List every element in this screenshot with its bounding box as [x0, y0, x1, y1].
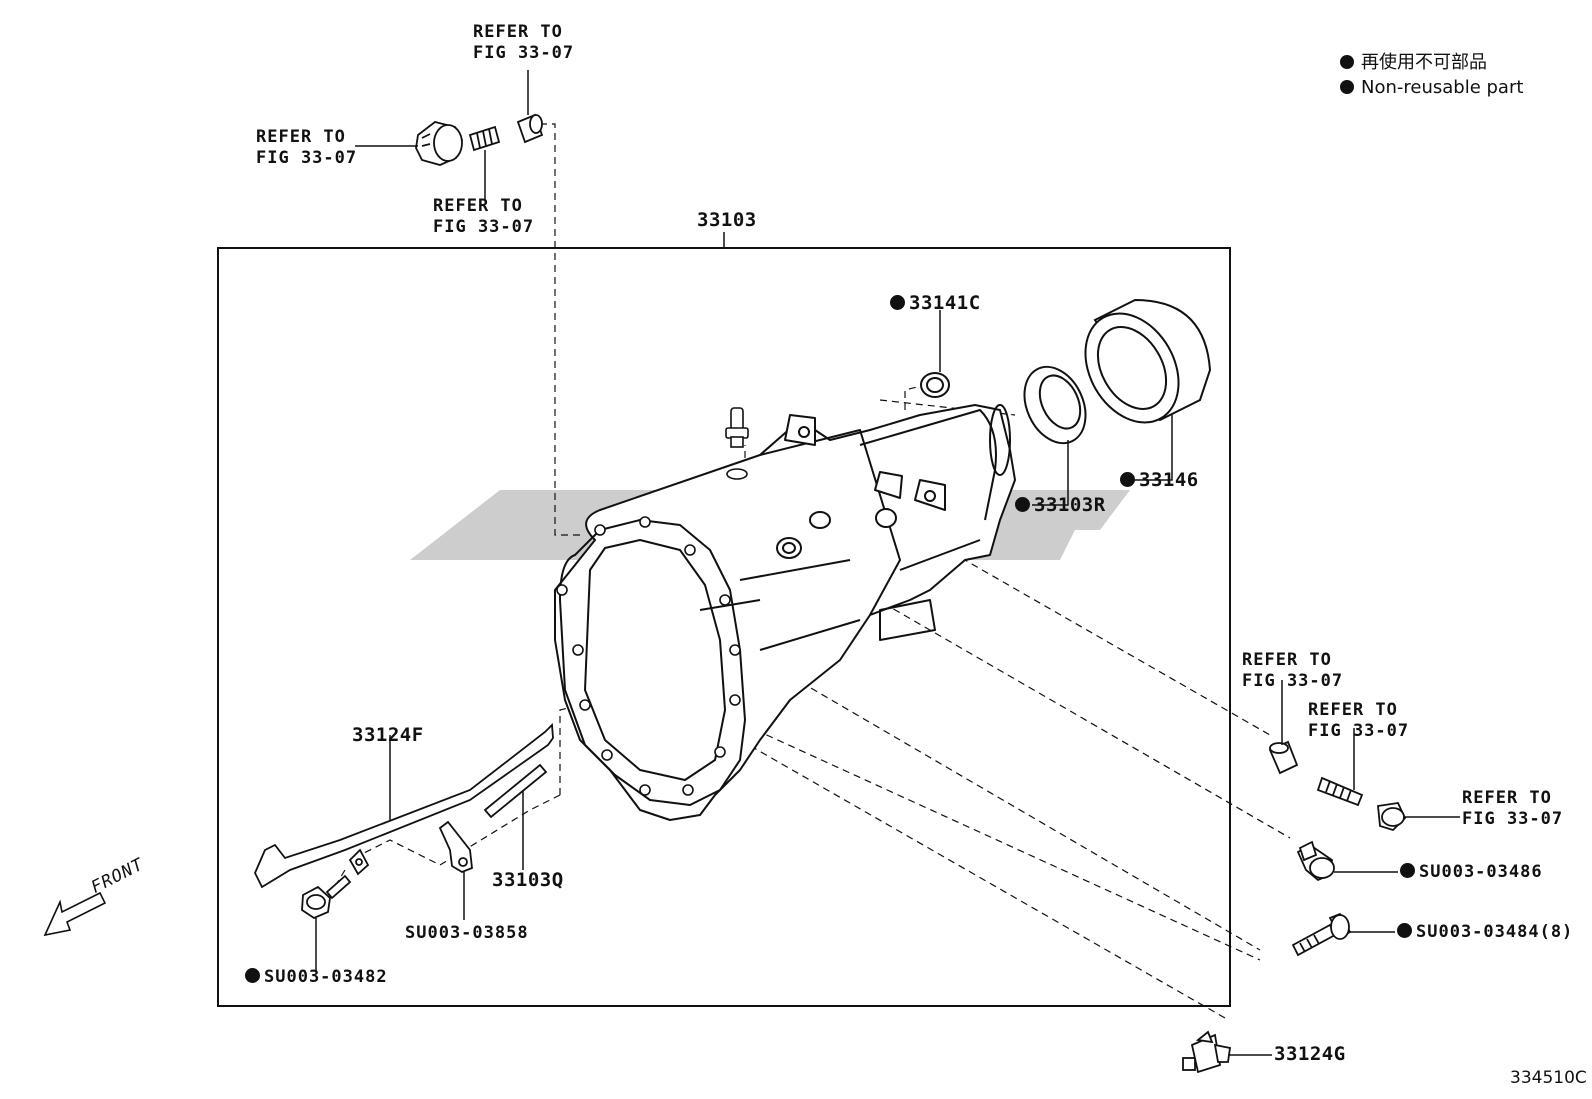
flange-bolt-484 — [1291, 912, 1352, 957]
case-bolt-holes — [556, 516, 741, 796]
non-reusable-dot-icon — [1397, 923, 1412, 938]
refer-line1: REFER TO — [1242, 650, 1332, 670]
figure-code: 334510C — [1510, 1068, 1587, 1088]
non-reusable-dot-icon — [1400, 863, 1415, 878]
part-number: SU003-03484(8) — [1416, 922, 1574, 942]
part-label-sleeve: 33146 — [1120, 470, 1199, 491]
refer-line2: FIG 33-07 — [1308, 721, 1410, 741]
part-label-sensor: 33124G — [1274, 1043, 1346, 1065]
seal-ring-small — [920, 372, 950, 398]
refer-line1: REFER TO — [1462, 788, 1552, 808]
top-plug-assembly — [415, 113, 544, 166]
part-label-bolt-486: SU003-03486 — [1400, 862, 1543, 883]
front-arrow-icon — [43, 891, 107, 937]
part-number: 33146 — [1139, 469, 1199, 491]
shift-shaft — [483, 763, 548, 819]
right-plug-assembly — [1268, 740, 1407, 832]
non-reusable-dot-icon — [245, 968, 260, 983]
part-label-case: 33103 — [697, 209, 757, 231]
transmission-case — [554, 404, 1016, 821]
refer-line2: FIG 33-07 — [1242, 671, 1344, 691]
part-label-bolt-left: SU003-03482 — [245, 967, 388, 988]
refer-line1: REFER TO — [433, 196, 523, 216]
part-number: SU003-03482 — [264, 967, 388, 987]
refer-line2: FIG 33-07 — [1462, 809, 1564, 829]
refer-note-top: REFER TO FIG 33-07 — [473, 22, 574, 64]
refer-note-mid: REFER TO FIG 33-07 — [433, 196, 534, 238]
part-number: 33103R — [1034, 494, 1106, 516]
legend-text-jp: 再使用不可部品 — [1361, 52, 1487, 73]
refer-line2: FIG 33-07 — [256, 148, 358, 168]
legend: 再使用不可部品 Non-reusable part — [1340, 50, 1523, 100]
part-number: SU003-03486 — [1419, 862, 1543, 882]
dashed-leaders — [329, 123, 1291, 1019]
refer-line1: REFER TO — [473, 22, 563, 42]
oil-seal — [1023, 365, 1087, 445]
part-number: 33141C — [909, 292, 981, 314]
non-reusable-dot-icon — [890, 295, 905, 310]
refer-note-right-3: REFER TO FIG 33-07 — [1462, 788, 1563, 830]
flange-bolt-482 — [301, 874, 352, 920]
non-reusable-dot-icon — [1015, 497, 1030, 512]
bullet-icon — [1340, 55, 1354, 69]
breather-plug — [725, 407, 749, 480]
part-label-bolt-small: SU003-03858 — [405, 923, 529, 943]
non-reusable-dot-icon — [1120, 472, 1135, 487]
refer-note-right-2: REFER TO FIG 33-07 — [1308, 700, 1409, 742]
refer-line2: FIG 33-07 — [433, 217, 535, 237]
extension-sleeve — [1084, 298, 1212, 424]
speed-sensor — [1182, 1030, 1232, 1074]
refer-note-right-1: REFER TO FIG 33-07 — [1242, 650, 1343, 692]
lever-bracket — [438, 820, 473, 874]
refer-note-left: REFER TO FIG 33-07 — [256, 127, 357, 169]
shift-rod-lever — [254, 722, 554, 889]
part-label-oil-seal: 33103R — [1015, 495, 1106, 516]
part-label-rod-lever: 33124F — [352, 724, 424, 746]
legend-row-jp: 再使用不可部品 — [1340, 50, 1523, 75]
bullet-icon — [1340, 80, 1354, 94]
refer-line1: REFER TO — [256, 127, 346, 147]
flange-bolt-486 — [1296, 840, 1335, 882]
refer-line1: REFER TO — [1308, 700, 1398, 720]
part-label-shaft: 33103Q — [492, 869, 564, 891]
refer-line2: FIG 33-07 — [473, 43, 575, 63]
legend-text-en: Non-reusable part — [1361, 77, 1524, 98]
part-label-bolt-484: SU003-03484(8) — [1397, 922, 1573, 943]
legend-row-en: Non-reusable part — [1340, 75, 1523, 100]
part-label-seal-small: 33141C — [890, 293, 981, 314]
